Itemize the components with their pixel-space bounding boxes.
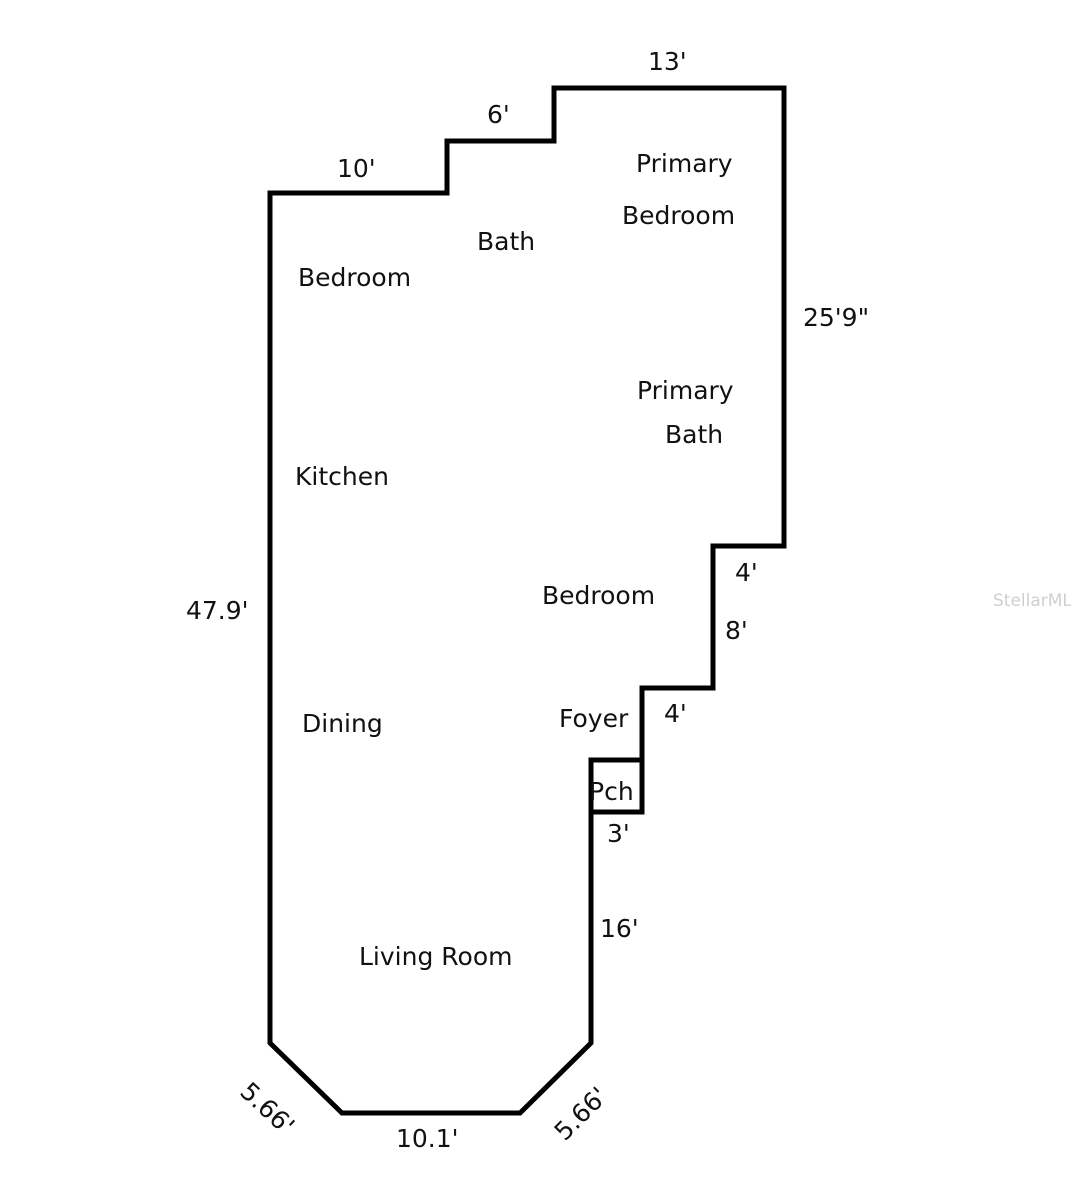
exterior-walls	[267, 85, 787, 1116]
room-label-bedroom: Bedroom	[298, 263, 412, 292]
dimension-label: 10'	[337, 154, 376, 183]
room-label-primary-bath: Bath	[665, 420, 724, 449]
dimension-label: 3'	[607, 819, 630, 848]
dimension-label: 25'9"	[803, 303, 870, 332]
room-label-primary-bath: Primary	[637, 376, 734, 405]
room-label-kitchen: Kitchen	[295, 462, 389, 491]
dimension-label: 47.9'	[186, 596, 249, 625]
dimension-label: 10.1'	[396, 1124, 459, 1153]
room-label-primary-bedroom: Bedroom	[622, 201, 736, 230]
dimension-label: 6'	[487, 100, 510, 129]
dimension-label: 8'	[725, 616, 748, 645]
porch-walls	[588, 757, 642, 812]
dimension-label: 4'	[735, 558, 758, 587]
dimension-label: 4'	[664, 699, 687, 728]
room-label-primary-bedroom: Primary	[636, 149, 733, 178]
room-label-bedroom: Bedroom	[542, 581, 656, 610]
room-label-dining: Dining	[302, 709, 383, 738]
room-label-porch: Pch	[589, 777, 634, 806]
room-label-living-room: Living Room	[359, 942, 513, 971]
room-label-foyer: Foyer	[559, 704, 629, 733]
watermark: StellarMLS	[993, 591, 1071, 611]
room-label-bath: Bath	[477, 227, 536, 256]
dimension-label: 13'	[648, 47, 687, 76]
dimension-label: 16'	[600, 914, 639, 943]
